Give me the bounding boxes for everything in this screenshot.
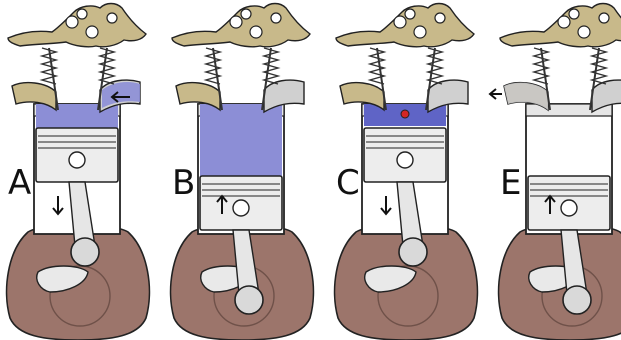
stage-label-b: B [172, 163, 195, 203]
stroke-stage-b: B [171, 4, 314, 340]
stage-label-e: E [500, 163, 521, 203]
spark-plug-spark-icon [401, 110, 409, 118]
stroke-stage-a: A [7, 4, 150, 340]
fuel-mixture-charge [200, 104, 282, 178]
stage-label-c: C [336, 163, 360, 203]
stage-label-a: A [8, 163, 31, 203]
stroke-stage-c: C [335, 4, 478, 340]
exhaust-arrow-icon [490, 89, 502, 99]
stroke-stage-e: E [490, 4, 621, 340]
